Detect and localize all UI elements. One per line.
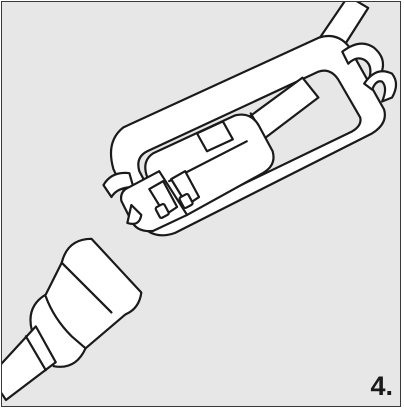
step-number: 4.	[370, 371, 393, 401]
lower-cord	[2, 325, 57, 402]
plug-prongs	[126, 170, 201, 225]
female-connector	[29, 237, 143, 368]
plug-lock-illustration	[2, 2, 398, 402]
